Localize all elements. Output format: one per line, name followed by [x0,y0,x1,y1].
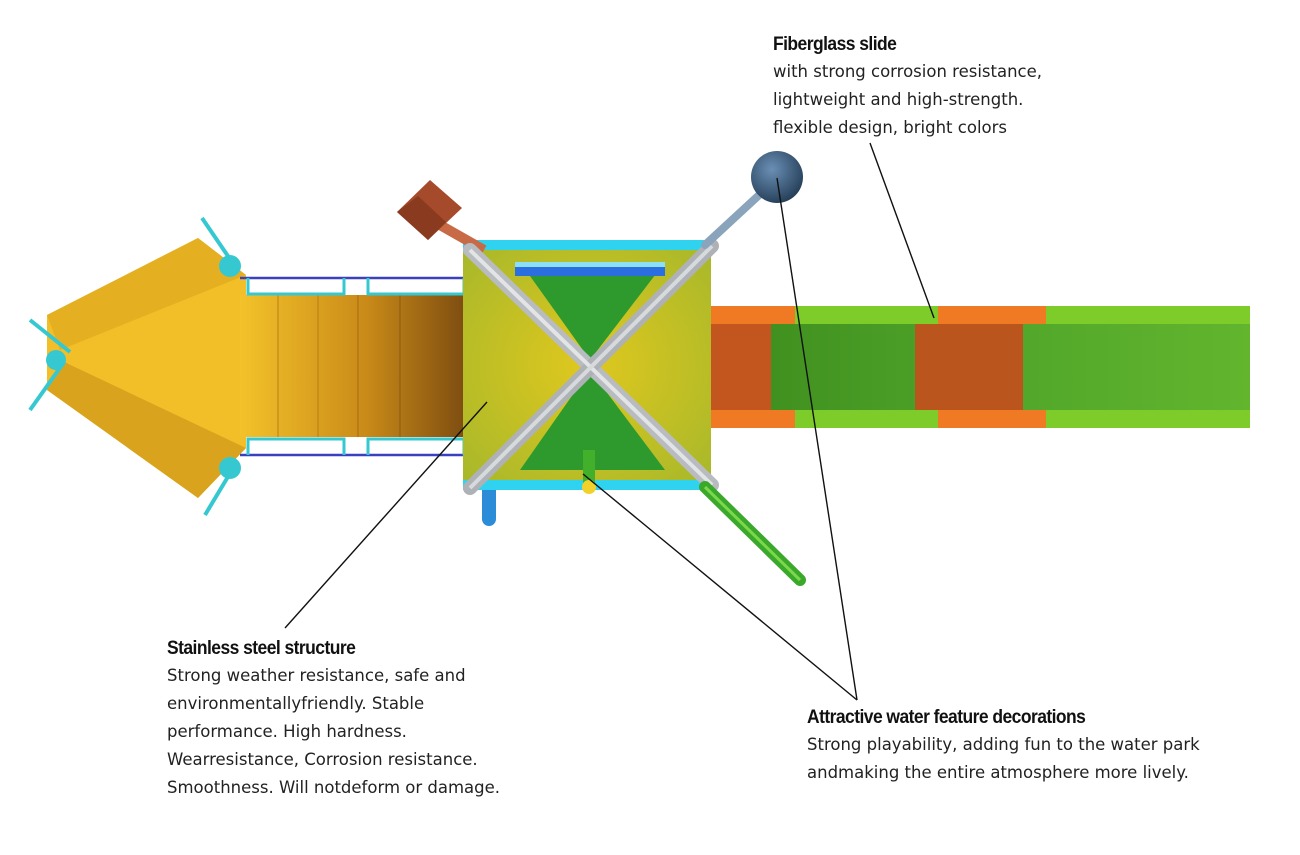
fiberglass-slide [705,306,1250,428]
callout-stainless-steel-structure: Stainless steel structure Strong weather… [167,638,500,802]
stainless-steel-beams [463,239,719,495]
callout-fiberglass-slide: Fiberglass slide with strong corrosion r… [773,34,1042,142]
water-feature-ball [701,151,803,249]
callout-title: Stainless steel structure [167,638,356,659]
leader-lines [284,142,935,701]
callout-line: Strong weather resistance, safe and [167,666,466,685]
callout-line: environmentallyfriendly. Stable [167,694,425,713]
callout-line: andmaking the entire atmosphere more liv… [807,763,1189,782]
callout-line: flexible design, bright colors [773,118,1007,137]
callout-line: lightweight and high-strength. [773,90,1024,109]
callout-title: Fiberglass slide [773,34,897,55]
arrow-roof [28,216,246,517]
callout-line: Strong playability, adding fun to the wa… [807,735,1200,754]
callout-line: Smoothness. Will notdeform or damage. [167,778,501,797]
callout-line: with strong corrosion resistance, [773,62,1043,81]
callout-title: Attractive water feature decorations [807,707,1086,728]
callout-line: Wearresistance, Corrosion resistance. [167,750,478,769]
callout-line: performance. High hardness. [167,722,407,741]
staircase [240,276,470,457]
callout-water-feature-decorations: Attractive water feature decorations Str… [807,707,1200,787]
crank-wheel [397,180,487,255]
